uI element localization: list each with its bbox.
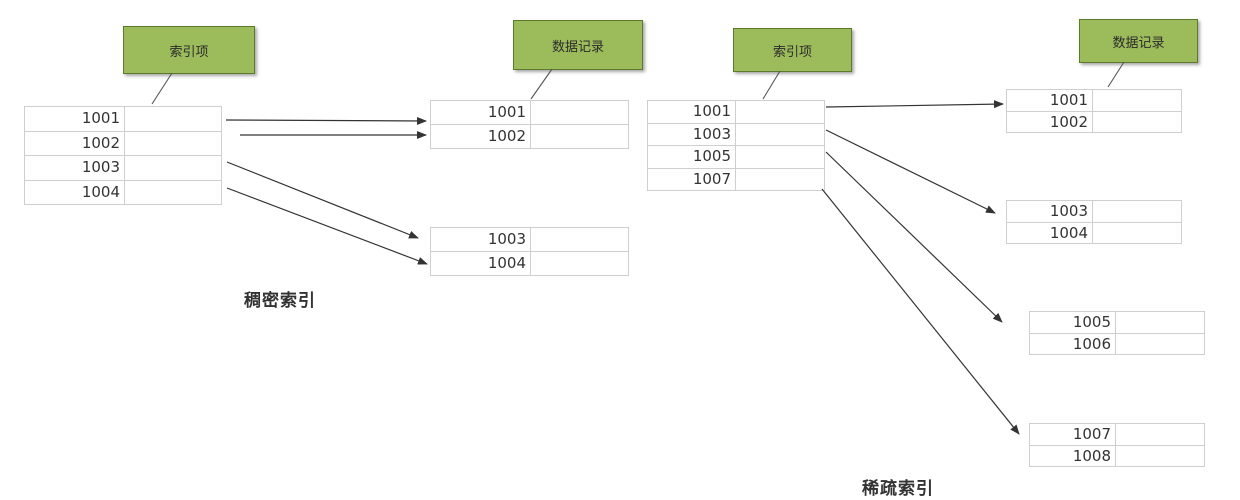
sparse-record-data [1116,424,1205,445]
sparse-record-key: 1001 [1007,90,1093,111]
sparse-index-row: 1007 [648,168,825,191]
sparse-index-label: 索引项 [772,44,812,60]
sparse-record-data [1093,201,1182,222]
dense-index-label: 索引项 [169,44,209,60]
dense-index-label-callout: 索引项 [123,26,255,74]
sparse-record-data [1093,222,1182,243]
dense-index-row: 1003 [25,156,222,181]
sparse-record-key: 1002 [1007,111,1093,132]
sparse-record-key: 1008 [1030,445,1116,466]
sparse-arrow-1005 [825,151,1003,323]
sparse-record-row: 1001 [1007,90,1182,112]
dense-index-caption: 稠密索引 [244,291,316,311]
sparse-index-pointer [736,101,825,123]
sparse-arrow-1007 [821,188,1020,435]
dense-arrow-1001 [225,116,427,125]
dense-record-label-callout: 数据记录 [513,20,643,70]
dense-record-block: 1001 1002 [430,100,629,149]
sparse-record-row: 1005 [1030,312,1205,334]
dense-index-pointer [125,156,222,180]
sparse-record-label: 数据记录 [1112,35,1165,51]
sparse-record-label-callout: 数据记录 [1079,19,1198,63]
sparse-index-key: 1007 [648,168,736,190]
sparse-record-key: 1005 [1030,312,1116,333]
sparse-record-data [1116,445,1205,466]
sparse-index-key: 1003 [648,123,736,145]
dense-record-data [531,252,629,275]
sparse-record-key: 1006 [1030,333,1116,354]
sparse-record-data [1116,333,1205,354]
sparse-arrow-1003 [825,129,996,214]
dense-record-key: 1003 [431,228,531,251]
sparse-record-row: 1008 [1030,445,1205,467]
sparse-index-row: 1005 [648,146,825,169]
dense-index-row: 1001 [25,107,222,132]
dense-record-block: 1003 1004 [430,227,629,276]
dense-record-key: 1002 [431,125,531,148]
dense-record-data [531,101,629,124]
dense-record-key: 1001 [431,101,531,124]
sparse-index-caption: 稀疏索引 [862,479,934,499]
sparse-index-table: 1001 1003 1005 1007 [647,100,825,191]
sparse-record-row: 1007 [1030,424,1205,446]
dense-record-row: 1001 [431,101,629,125]
dense-record-label: 数据记录 [551,39,604,55]
dense-index-key: 1001 [25,107,125,131]
dense-record-data [531,125,629,148]
dense-index-key: 1002 [25,131,125,155]
dense-index-callout-tail [151,72,173,105]
dense-record-key: 1004 [431,252,531,275]
sparse-index-pointer [736,168,825,190]
sparse-record-data [1093,111,1182,132]
dense-record-data [531,228,629,251]
sparse-record-row: 1002 [1007,111,1182,133]
sparse-index-callout-tail [762,70,781,100]
sparse-record-row: 1004 [1007,222,1182,244]
dense-arrow-1003 [226,161,419,239]
sparse-record-key: 1007 [1030,424,1116,445]
sparse-index-row: 1003 [648,123,825,146]
sparse-record-row: 1006 [1030,333,1205,355]
sparse-record-block: 1005 1006 [1029,311,1205,355]
dense-index-row: 1004 [25,180,222,205]
dense-record-row: 1004 [431,252,629,276]
dense-record-row: 1003 [431,228,629,252]
sparse-record-block: 1003 1004 [1006,200,1182,244]
sparse-record-callout-tail [1107,61,1125,88]
dense-index-table: 1001 1002 1003 1004 [24,106,222,205]
dense-index-key: 1004 [25,180,125,204]
dense-record-row: 1002 [431,125,629,149]
sparse-record-block: 1001 1002 [1006,89,1182,133]
dense-index-pointer [125,180,222,204]
dense-arrow-1004 [226,187,428,265]
sparse-record-row: 1003 [1007,201,1182,223]
dense-index-pointer [125,131,222,155]
dense-index-row: 1002 [25,131,222,156]
sparse-index-row: 1001 [648,101,825,124]
sparse-arrow-1001 [825,100,1004,109]
dense-index-key: 1003 [25,156,125,180]
sparse-record-key: 1004 [1007,222,1093,243]
sparse-record-key: 1003 [1007,201,1093,222]
sparse-record-data [1116,312,1205,333]
dense-record-callout-tail [530,68,553,100]
sparse-index-pointer [736,123,825,145]
sparse-index-key: 1001 [648,101,736,123]
dense-index-pointer [125,107,222,131]
sparse-record-data [1093,90,1182,111]
sparse-record-block: 1007 1008 [1029,423,1205,467]
sparse-index-key: 1005 [648,146,736,168]
sparse-index-pointer [736,146,825,168]
sparse-index-label-callout: 索引项 [733,28,852,72]
